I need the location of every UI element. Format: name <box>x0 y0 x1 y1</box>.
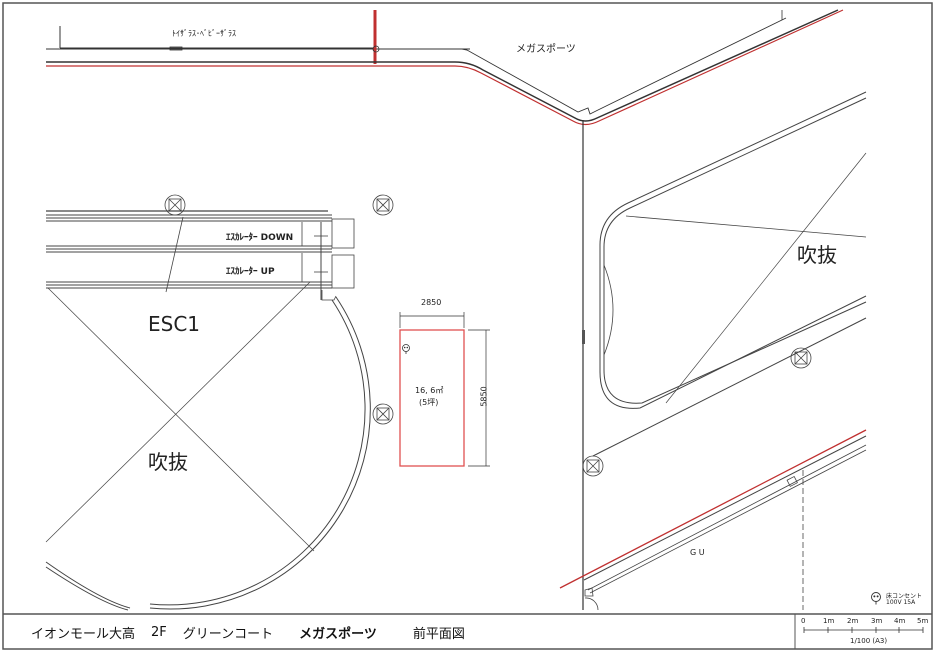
label-void-left: 吹抜 <box>148 450 188 474</box>
label-void-right: 吹抜 <box>797 243 837 267</box>
booth-height-dimension: 5850 <box>479 386 489 407</box>
void-right <box>592 91 867 457</box>
legend-outlet-label: 床コンセント <box>886 593 923 600</box>
scale-caption: 1/100 (A3) <box>850 637 888 645</box>
label-toys-r-us: ﾄｲｻﾞﾗｽ･ﾍﾞﾋﾞｰｻﾞﾗｽ <box>172 29 236 38</box>
label-tenant: メガスポーツ <box>516 44 576 55</box>
column-markers <box>164 194 812 477</box>
void-left <box>45 216 371 611</box>
label-escalator-down: ｴｽｶﾚｰﾀｰ DOWN <box>226 233 294 243</box>
title-floor: 2F <box>151 624 167 640</box>
scale-tick-4: 4m <box>894 617 906 625</box>
title-sheet: 前平面図 <box>412 626 465 642</box>
legend-outlet-icon <box>871 592 881 605</box>
scale-tick-0: 0 <box>801 617 806 625</box>
scale-tick-2: 2m <box>847 617 859 625</box>
label-gu: G U <box>690 548 705 557</box>
scale-bar <box>803 627 924 633</box>
title-court: グリーンコート <box>182 626 274 642</box>
booth-width-dimension: 2850 <box>421 298 442 307</box>
title-tenant: メガスポーツ <box>299 626 377 642</box>
scale-tick-5: 5m <box>917 617 929 625</box>
escalator-esc1 <box>46 210 355 301</box>
title-block: イオンモール大高 2F グリーンコート メガスポーツ 前平面図 <box>5 616 795 648</box>
outlet-icon <box>402 344 410 354</box>
booth-tsubo: (5坪) <box>419 398 439 407</box>
top-corridor <box>46 9 844 126</box>
title-mall: イオンモール大高 <box>31 626 136 642</box>
booth-space <box>399 312 490 467</box>
scale-tick-1: 1m <box>823 617 835 625</box>
scale-tick-3: 3m <box>871 617 883 625</box>
booth-area: 16, 6㎡ <box>415 386 444 395</box>
label-escalator-up: ｴｽｶﾚｰﾀｰ UP <box>226 267 275 277</box>
label-esc1: ESC1 <box>148 312 201 336</box>
gu-area <box>559 429 867 611</box>
legend-outlet-spec: 100V 15A <box>886 599 916 606</box>
